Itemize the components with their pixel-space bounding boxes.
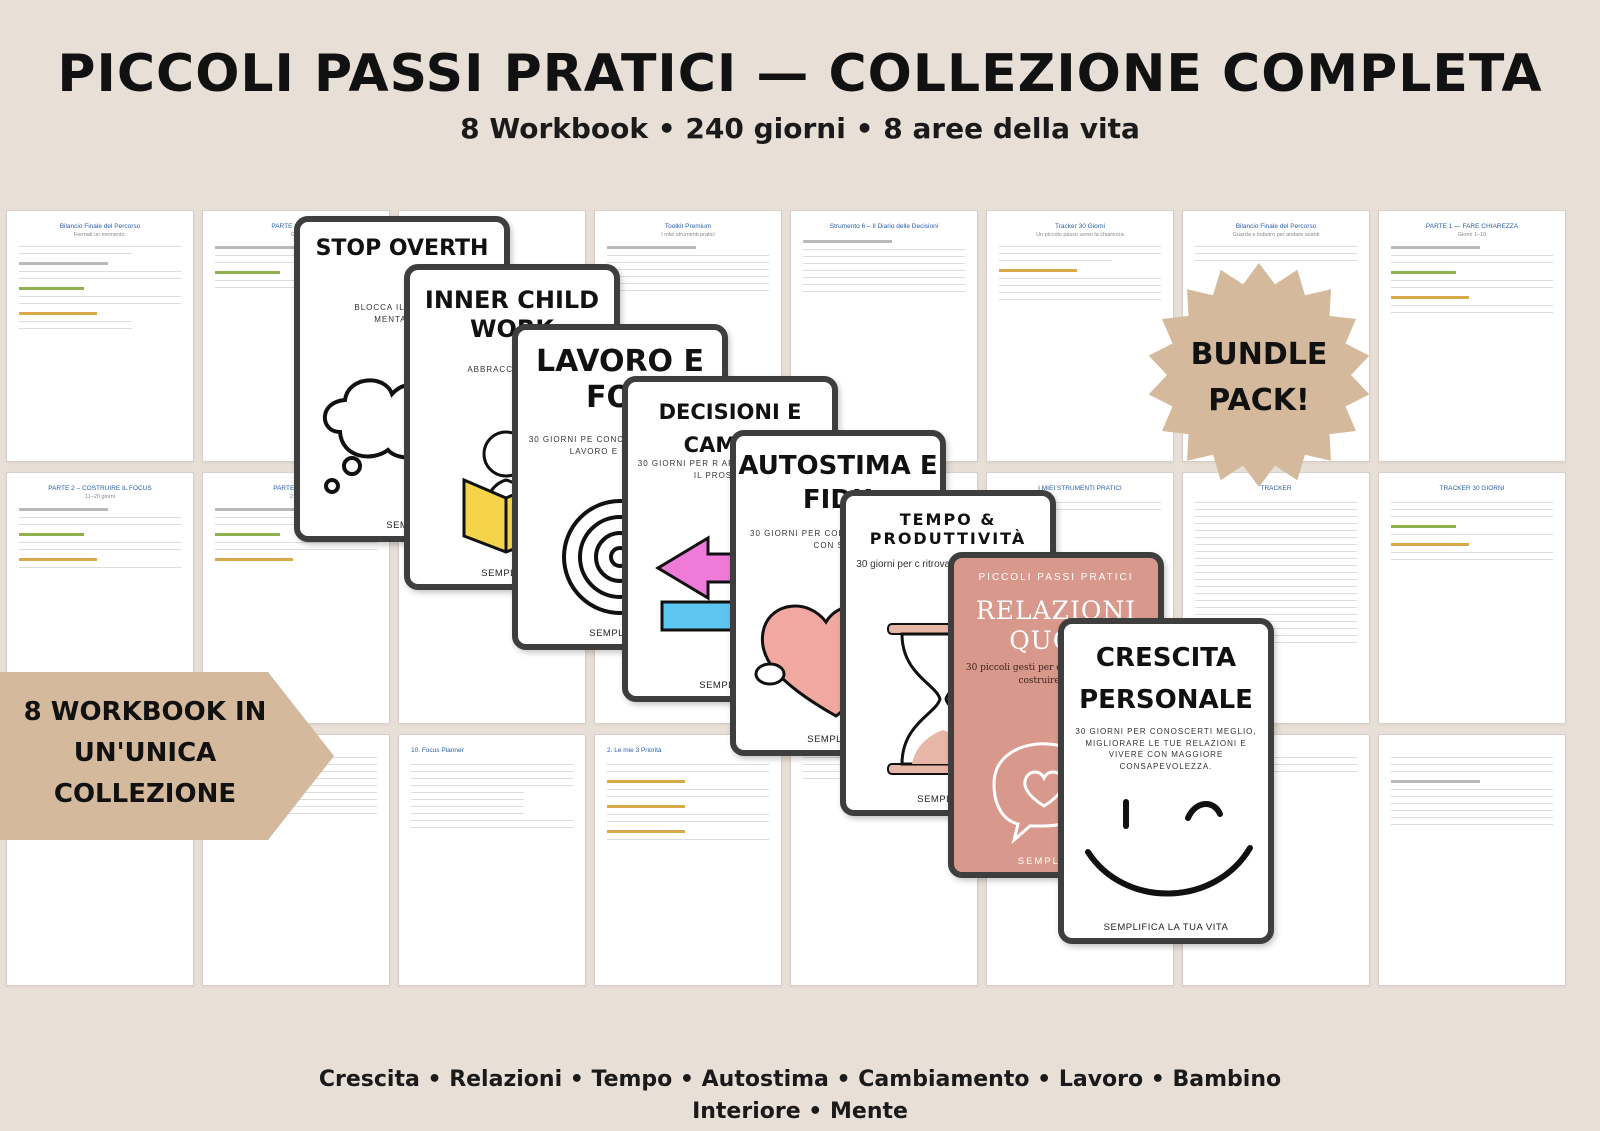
cover-title: CRESCITA PERSONALE	[1079, 643, 1253, 715]
cover-series-label: PICCOLI PASSI PRATICI	[978, 572, 1134, 583]
workbook-page: TRACKER 30 GIORNI	[1378, 472, 1566, 724]
cover-brand: SEMPLIFICA	[807, 734, 869, 745]
collection-banner-label: 8 WORKBOOK IN UN'UNICA COLLEZIONE	[23, 697, 267, 809]
cover-title: TEMPO & PRODUTTIVITÀ	[869, 510, 1027, 549]
cover-brand: SEMPLIFICA	[1017, 856, 1095, 867]
page-subtitle: 8 Workbook • 240 giorni • 8 aree della v…	[460, 112, 1140, 145]
bundle-badge: BUNDLE PACK!	[1146, 262, 1372, 488]
cover-title: AUTOSTIMA E FIDU	[738, 451, 938, 515]
cover-crescita-personale: CRESCITA PERSONALE 30 GIORNI PER CONOSCE…	[1058, 618, 1274, 944]
collection-banner: 8 WORKBOOK IN UN'UNICA COLLEZIONE	[0, 672, 340, 840]
starburst-icon	[1148, 263, 1370, 487]
cover-brand: SEMPLIFICA	[628, 680, 832, 691]
cover-brand: SEMPLIFICA LA TUA VITA	[1103, 922, 1229, 933]
cover-brand: SEMPLIFICA	[410, 568, 614, 579]
cover-title: STOP OVERTH	[315, 236, 489, 261]
cover-brand: SEMPLIFICA	[846, 794, 1050, 805]
cover-desc: 30 giorni per c ritrovare il focus e più…	[856, 559, 1039, 570]
cover-title: LAVORO E FOC	[535, 344, 705, 415]
cover-lavoro-focus: LAVORO E FOC 30 GIORNI PE CONCENTRAZIONE…	[512, 324, 728, 650]
arrow-banner-icon	[0, 672, 334, 840]
cover-brand: SEMPLIFICA	[589, 628, 651, 639]
page-title: PICCOLI PASSI PRATICI — COLLEZIONE COMPL…	[57, 44, 1543, 104]
cover-desc: ABBRACCIA IL TUO	[467, 365, 555, 374]
cover-desc: 30 GIORNI PER COLTI PIÙ GENTILE E CON ST…	[750, 529, 926, 550]
life-areas-footer: Crescita • Relazioni • Tempo • Autostima…	[318, 1067, 1282, 1124]
workbook-page	[1378, 734, 1566, 986]
workbook-page: 10. Focus Planner	[398, 734, 586, 986]
bundle-badge-label: BUNDLE PACK!	[1190, 337, 1328, 418]
cover-desc: 30 GIORNI PER R AFFRONTARE I CAMB IL PRO…	[637, 459, 821, 480]
cover-desc: 30 GIORNI PE CONCENTRAZIONE, O IL LAVORO…	[528, 435, 712, 456]
cover-desc: 30 GIORNI PER CONOSCERTI MEGLIO, MIGLIOR…	[1075, 727, 1257, 771]
cover-desc: 30 piccoli gesti per comunicare con più …	[965, 663, 1147, 687]
smiley-wink-icon	[1085, 799, 1253, 897]
workbook-page: 2. Le mie 3 Priorità	[594, 734, 782, 986]
